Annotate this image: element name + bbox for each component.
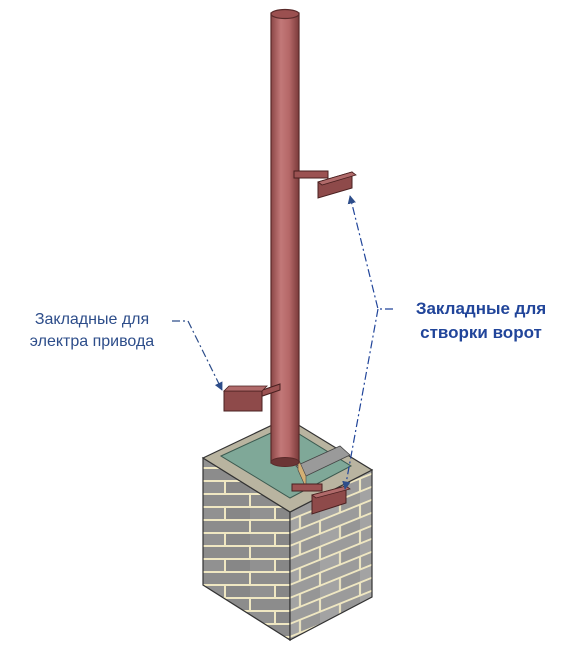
label-drive-embeds: Закладные для электра привода [12, 309, 172, 353]
embed-plate-upper [293, 170, 357, 199]
label-gate-leaf-embeds-line2: створки ворот [420, 323, 542, 342]
label-drive-embeds-line1: Закладные для [34, 311, 150, 328]
callout-line-gate-lower [342, 308, 379, 490]
steel-pipe [270, 12, 300, 464]
pipe-top-opening [270, 8, 300, 20]
embed-plate-lower [291, 483, 351, 515]
callout-line-drive [172, 320, 223, 391]
label-gate-leaf-embeds: Закладные для створки ворот [396, 297, 566, 345]
label-gate-leaf-embeds-line1: Закладные для [415, 299, 547, 318]
embed-plate-drive [223, 383, 281, 412]
label-drive-embeds-line2: электра привода [29, 333, 155, 350]
callout-line-gate-upper [347, 195, 393, 310]
pipe-base [270, 457, 300, 467]
